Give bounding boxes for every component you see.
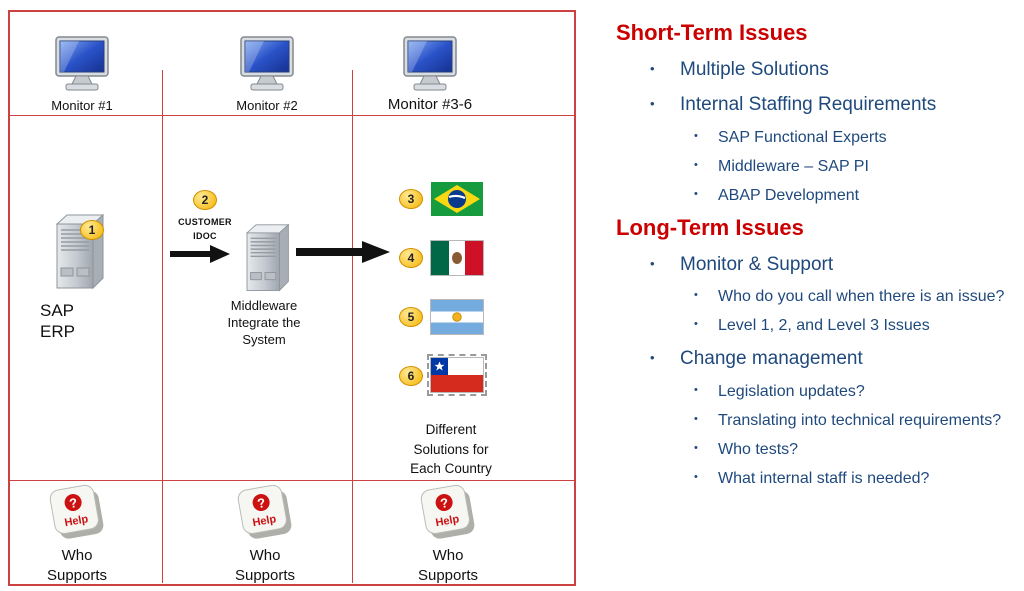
brazil-flag-icon xyxy=(431,182,483,216)
monitor-icon xyxy=(403,36,457,91)
middleware-label: Middleware Integrate the System xyxy=(227,298,301,347)
list-item: Translating into technical requirements? xyxy=(694,411,1006,431)
bullet-icon xyxy=(694,186,718,206)
customer-idoc-label: CUSTOMER IDOC xyxy=(178,217,232,242)
help-key-word: Help xyxy=(252,513,278,529)
arrow-right-icon xyxy=(296,241,390,263)
long-term-issues-title: Long-Term Issues xyxy=(616,214,804,240)
monitor-label: Monitor #1 xyxy=(51,98,113,113)
bullet-icon xyxy=(694,157,718,177)
arrow-right-icon xyxy=(170,245,230,263)
help-key-word: Help xyxy=(435,513,461,529)
bullet-icon xyxy=(650,347,680,371)
who-supports-label: Who Supports xyxy=(234,547,296,584)
help-key-icon: ? Help xyxy=(420,484,475,539)
step-badge-4: 4 xyxy=(399,248,423,268)
argentina-flag-icon xyxy=(431,300,483,334)
bullet-icon xyxy=(694,411,718,431)
list-item: Who do you call when there is an issue? xyxy=(694,287,1006,307)
list-item-label: ABAP Development xyxy=(718,186,860,204)
list-item-label: Level 1, 2, and Level 3 Issues xyxy=(718,317,930,335)
list-item: Multiple Solutions xyxy=(650,58,1020,82)
question-mark: ? xyxy=(256,495,266,511)
divider-line xyxy=(162,70,163,583)
help-key-icon: ? Help xyxy=(49,484,104,539)
question-mark: ? xyxy=(68,495,78,511)
list-item-label: Translating into technical requirements? xyxy=(718,412,1002,429)
bullet-icon xyxy=(694,316,718,336)
monitor-icon xyxy=(240,36,294,91)
list-item: ABAP Development xyxy=(694,186,1006,206)
diagram-panel: Monitor #1 Monitor #2 Monitor #3-6 xyxy=(8,10,576,586)
list-item: What internal staff is needed? xyxy=(694,469,1006,489)
list-item-label: Internal Staffing Requirements xyxy=(680,93,937,115)
bullet-icon xyxy=(650,58,680,82)
step-badge-1: 1 xyxy=(80,220,104,240)
list-item: Level 1, 2, and Level 3 Issues xyxy=(694,316,1006,336)
who-supports-label: Who Supports xyxy=(417,547,479,584)
monitor-label: Monitor #2 xyxy=(236,98,298,113)
issues-panel: Short-Term Issues Multiple Solutions Int… xyxy=(600,12,1020,498)
monitor-icon xyxy=(55,36,109,91)
mexico-flag-icon xyxy=(431,241,483,275)
list-item: Who tests? xyxy=(694,440,1006,460)
question-mark: ? xyxy=(439,495,449,511)
bullet-icon xyxy=(694,440,718,460)
divider-line xyxy=(10,480,574,481)
step-badge-3: 3 xyxy=(399,189,423,209)
step-badge-5: 5 xyxy=(399,307,423,327)
chile-flag-icon xyxy=(427,354,487,396)
list-item-label: What internal staff is needed? xyxy=(718,470,930,487)
help-key-icon: ? Help xyxy=(237,484,292,539)
list-item: Change management xyxy=(650,347,1020,371)
list-item-label: Middleware – SAP PI xyxy=(718,157,869,175)
list-item: Internal Staffing Requirements xyxy=(650,93,1020,117)
short-term-issues-title: Short-Term Issues xyxy=(616,20,808,45)
list-item: Middleware – SAP PI xyxy=(694,157,1006,177)
middleware-server-icon xyxy=(245,223,290,292)
bullet-icon xyxy=(650,93,680,117)
sap-erp-label: SAP ERP xyxy=(40,301,75,342)
help-key-word: Help xyxy=(64,513,90,529)
list-item: Legislation updates? xyxy=(694,382,1006,402)
step-badge-6: 6 xyxy=(399,366,423,386)
monitor-label: Monitor #3-6 xyxy=(387,96,473,113)
divider-line xyxy=(10,115,574,116)
list-item-label: Who do you call when there is an issue? xyxy=(718,288,1005,306)
list-item-label: Change management xyxy=(680,348,863,370)
bullet-icon xyxy=(694,382,718,402)
list-item: Monitor & Support xyxy=(650,253,1020,277)
divider-line xyxy=(352,70,353,583)
bullet-icon xyxy=(694,287,718,307)
list-item-label: Who tests? xyxy=(718,441,799,458)
list-item-label: SAP Functional Experts xyxy=(718,128,887,146)
list-item: SAP Functional Experts xyxy=(694,128,1006,148)
bullet-icon xyxy=(694,469,718,489)
countries-caption: Different Solutions for Each Country xyxy=(410,422,492,477)
list-item-label: Legislation updates? xyxy=(718,383,865,400)
step-badge-2: 2 xyxy=(193,190,217,210)
bullet-icon xyxy=(694,128,718,148)
bullet-icon xyxy=(650,253,680,277)
list-item-label: Multiple Solutions xyxy=(680,59,829,80)
who-supports-label: Who Supports xyxy=(46,547,108,584)
list-item-label: Monitor & Support xyxy=(680,253,834,275)
